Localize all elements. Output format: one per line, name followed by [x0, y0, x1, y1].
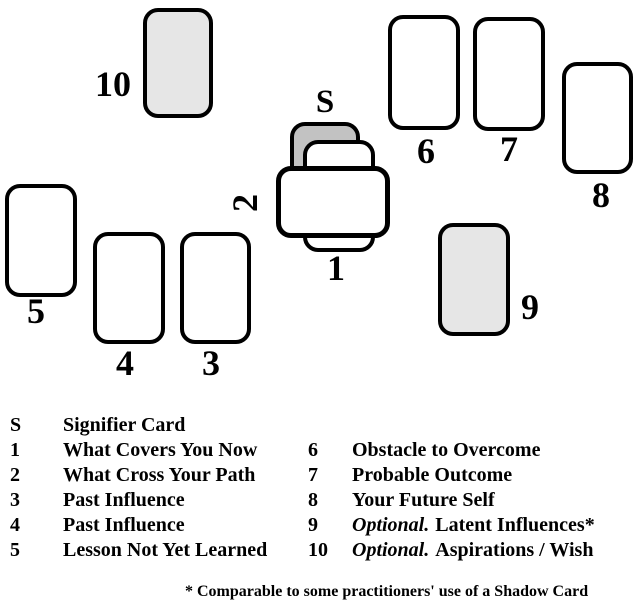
- legend-row-s: S Signifier Card: [10, 413, 267, 438]
- card-8-label: 8: [592, 175, 610, 215]
- card-position-2-crossing: [276, 166, 390, 238]
- legend-key: 4: [10, 514, 20, 536]
- legend-italic: Optional.: [352, 539, 430, 561]
- card-9-label: 9: [521, 287, 539, 327]
- legend-row-2: 2 What Cross Your Path: [10, 463, 267, 488]
- legend-row-4: 4 Past Influence: [10, 513, 267, 538]
- card-2-label: 2: [225, 194, 265, 212]
- card-10-label: 10: [95, 64, 131, 104]
- card-signifier-label: S: [315, 84, 335, 120]
- legend-italic: Optional.: [352, 514, 430, 536]
- legend-row-7: 7 Probable Outcome: [308, 463, 595, 488]
- card-position-10: [143, 8, 213, 118]
- legend-key: 10: [308, 539, 328, 561]
- legend-text: Past Influence: [63, 489, 185, 511]
- legend-key: 3: [10, 489, 20, 511]
- legend-text: What Cross Your Path: [63, 464, 256, 486]
- card-position-7: [473, 17, 545, 131]
- legend-row-10: 10 Optional. Aspirations / Wish: [308, 538, 595, 563]
- legend-row-9: 9 Optional. Latent Influences*: [308, 513, 595, 538]
- footnote: * Comparable to some practitioners' use …: [185, 583, 589, 600]
- legend-text: Past Influence: [63, 514, 185, 536]
- legend-text: Latent Influences*: [435, 514, 595, 536]
- card-position-4: [93, 232, 165, 344]
- card-position-6: [388, 15, 460, 130]
- card-position-8: [562, 62, 633, 174]
- legend-key: 9: [308, 514, 318, 536]
- legend-row-8: 8 Your Future Self: [308, 488, 595, 513]
- legend-right-column: 6 Obstacle to Overcome 7 Probable Outcom…: [308, 438, 595, 563]
- legend-key: S: [10, 414, 22, 436]
- legend-key: 2: [10, 464, 20, 486]
- legend-left-column: S Signifier Card 1 What Covers You Now 2…: [10, 413, 267, 563]
- card-1-label: 1: [327, 248, 345, 288]
- legend-row-6: 6 Obstacle to Overcome: [308, 438, 595, 463]
- legend-row-1: 1 What Covers You Now: [10, 438, 267, 463]
- legend-key: 7: [308, 464, 318, 486]
- legend-row-3: 3 Past Influence: [10, 488, 267, 513]
- legend-text: What Covers You Now: [63, 439, 258, 461]
- card-position-3: [180, 232, 251, 344]
- card-7-label: 7: [500, 129, 518, 169]
- card-position-5: [5, 184, 77, 297]
- card-6-label: 6: [417, 131, 435, 171]
- legend-key: 1: [10, 439, 20, 461]
- card-5-label: 5: [27, 291, 45, 331]
- legend-text: Signifier Card: [63, 414, 186, 436]
- legend-key: 8: [308, 489, 318, 511]
- card-4-label: 4: [116, 343, 134, 383]
- legend-text: Lesson Not Yet Learned: [63, 539, 268, 561]
- legend-text: Aspirations / Wish: [435, 539, 594, 561]
- legend-text: Probable Outcome: [352, 464, 513, 486]
- card-position-9: [438, 223, 510, 336]
- legend-row-5: 5 Lesson Not Yet Learned: [10, 538, 267, 563]
- legend-key: 6: [308, 439, 318, 461]
- card-3-label: 3: [202, 343, 220, 383]
- legend-key: 5: [10, 539, 20, 561]
- legend-text: Obstacle to Overcome: [352, 439, 541, 461]
- legend-text: Your Future Self: [352, 489, 495, 511]
